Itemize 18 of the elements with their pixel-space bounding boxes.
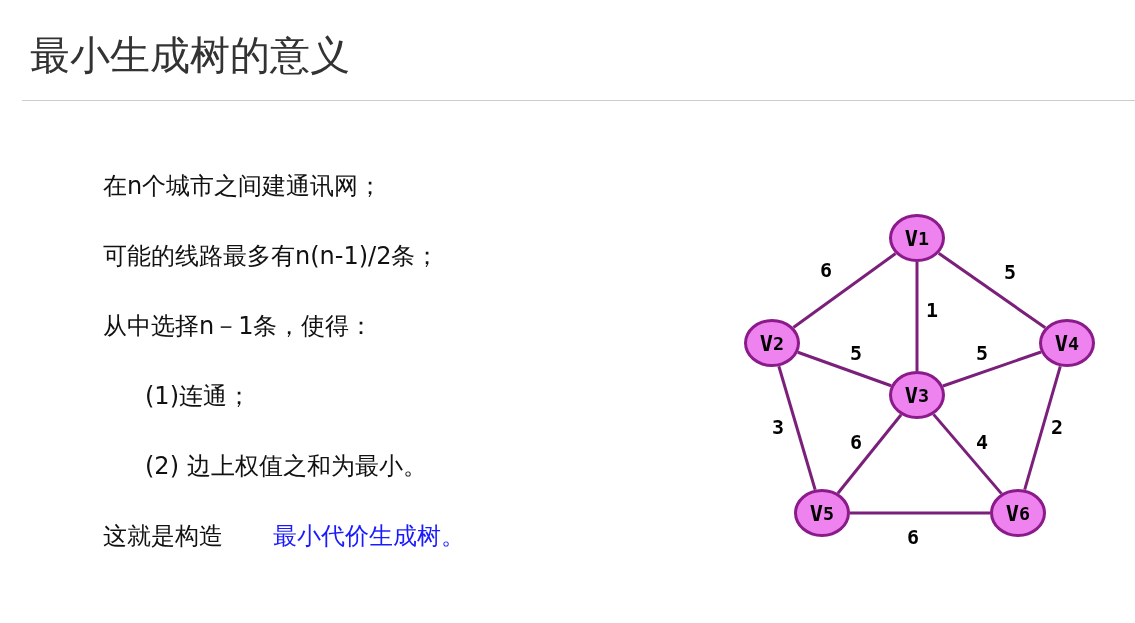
text-line: (1)连通； (145, 381, 251, 412)
edge-line (777, 365, 817, 491)
edge-line (792, 252, 897, 329)
text-line: 从中选择n－1条，使得： (103, 311, 374, 342)
text-line: (2) 边上权值之和为最小。 (145, 451, 427, 482)
highlighted-text: 最小代价生成树。 (273, 521, 465, 552)
edge-line (1023, 365, 1062, 491)
edge-line (797, 350, 892, 388)
text-line: 在n个城市之间建通讯网； (103, 171, 383, 202)
edge-line (915, 262, 919, 371)
text-line: 可能的线路最多有n(n-1)/2条； (103, 241, 440, 272)
text-line: 这就是构造 (103, 521, 223, 552)
edge-line (937, 251, 1047, 330)
slide-title: 最小生成树的意义 (30, 31, 350, 80)
edge-line (850, 511, 990, 515)
edge-line (836, 413, 903, 495)
edge-line (932, 413, 1003, 495)
edge-line (942, 350, 1042, 388)
